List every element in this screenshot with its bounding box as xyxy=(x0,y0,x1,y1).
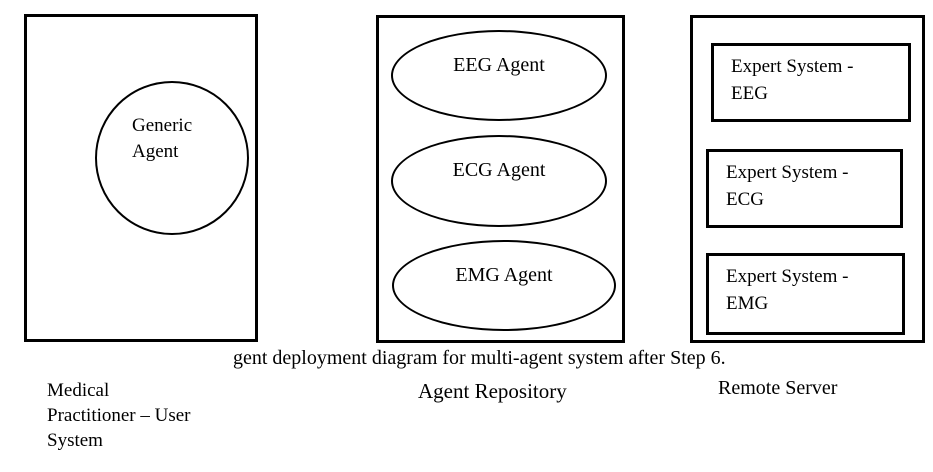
figure-caption: gent deployment diagram for multi-agent … xyxy=(233,347,726,369)
remote-server-node-box: Expert System - EEG Expert System - ECG … xyxy=(690,15,925,343)
agent-repository-node-box: EEG Agent ECG Agent EMG Agent xyxy=(376,15,625,343)
emg-agent-label: EMG Agent xyxy=(455,264,553,286)
generic-agent-circle: Generic Agent xyxy=(95,81,249,235)
eeg-agent-label: EEG Agent xyxy=(453,54,545,76)
emg-agent-ellipse: EMG Agent xyxy=(392,240,616,331)
remote-server-caption: Remote Server xyxy=(718,377,838,399)
expert-system-emg-label: Expert System - EMG xyxy=(726,266,849,314)
expert-system-ecg-box: Expert System - ECG xyxy=(706,149,903,228)
expert-system-emg-box: Expert System - EMG xyxy=(706,253,905,335)
ecg-agent-label: ECG Agent xyxy=(452,159,546,181)
user-system-node-box: Generic Agent xyxy=(24,14,258,342)
ecg-agent-ellipse: ECG Agent xyxy=(391,135,607,227)
expert-system-eeg-label: Expert System - EEG xyxy=(731,56,854,104)
user-system-caption: Medical Practitioner – User System xyxy=(47,380,191,451)
expert-system-eeg-box: Expert System - EEG xyxy=(711,43,911,122)
agent-repository-caption: Agent Repository xyxy=(418,379,567,403)
expert-system-ecg-label: Expert System - ECG xyxy=(726,162,849,210)
generic-agent-label: Generic Agent xyxy=(132,115,193,162)
eeg-agent-ellipse: EEG Agent xyxy=(391,30,607,121)
